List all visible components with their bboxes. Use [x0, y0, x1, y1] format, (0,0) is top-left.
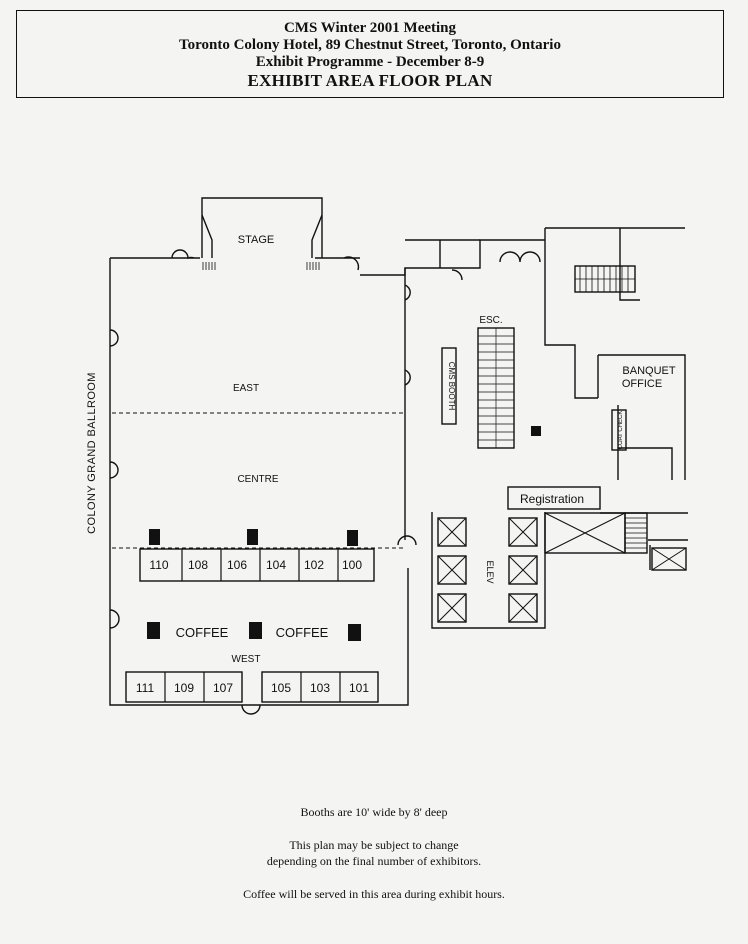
lower-booth-strip-left — [125, 671, 243, 703]
coffee-label-left: COFFEE — [176, 625, 229, 640]
stairs-lines — [625, 517, 647, 549]
stage-label: STAGE — [238, 234, 274, 246]
change-note-line2: depending on the final number of exhibit… — [266, 854, 482, 868]
elevator-car — [508, 593, 538, 623]
ballroom-label: COLONY GRAND BALLROOM — [86, 372, 98, 534]
booth-106: 106 — [227, 558, 247, 572]
header-box: CMS Winter 2001 Meeting Toronto Colony H… — [16, 10, 724, 98]
pillar — [531, 426, 541, 436]
pillar — [348, 624, 361, 641]
pillar — [149, 529, 160, 545]
elevator-car — [437, 517, 467, 547]
corridor-wall — [360, 239, 545, 276]
programme-dates: Exhibit Programme - December 8-9 — [255, 54, 485, 70]
pillar — [249, 622, 262, 639]
right-wall — [544, 228, 598, 399]
corridor-door — [439, 240, 463, 281]
door-arc — [343, 256, 360, 271]
banquet-office-label-line1: BANQUET — [622, 365, 675, 377]
centre-room-label: CENTRE — [237, 474, 278, 485]
booth-109: 109 — [174, 681, 194, 695]
coat-check-label: COAT CHECK — [618, 411, 624, 450]
page-title: EXHIBIT AREA FLOOR PLAN — [247, 71, 493, 90]
service-shaft-cross — [651, 547, 687, 571]
coat-check — [611, 409, 627, 451]
booth-separators — [164, 549, 341, 702]
registration-label: Registration — [520, 492, 584, 506]
elevator-car — [508, 517, 538, 547]
door-arc — [109, 329, 119, 347]
booth-105: 105 — [271, 681, 291, 695]
booth-100: 100 — [342, 558, 362, 572]
door-arc — [109, 609, 120, 629]
escalator-label: ESC. — [479, 315, 502, 326]
right-wall — [619, 228, 640, 301]
elevator-car — [437, 593, 467, 623]
east-room-label: EAST — [233, 383, 259, 394]
coffee-service-note: Coffee will be served in this area durin… — [243, 887, 505, 901]
stage-steps — [202, 262, 320, 270]
booth-107: 107 — [213, 681, 233, 695]
booth-102: 102 — [304, 558, 324, 572]
door-arc — [404, 369, 411, 386]
pillars — [147, 426, 541, 641]
coffee-label-right: COFFEE — [276, 625, 329, 640]
booth-111: 111 — [136, 681, 155, 695]
elevator-car — [508, 555, 538, 585]
door-arc — [499, 251, 541, 263]
upper-booth-strip — [139, 548, 375, 582]
corridor-wall — [600, 512, 688, 570]
booth-104: 104 — [266, 558, 286, 572]
registration-desk — [507, 486, 601, 510]
service-shaft — [651, 547, 687, 571]
elevator-bank — [431, 512, 546, 629]
booth-110: 110 — [149, 558, 168, 572]
door-arc — [404, 284, 411, 301]
west-room-label: WEST — [232, 654, 261, 665]
booth-108: 108 — [188, 558, 208, 572]
stage-ramp-right — [311, 214, 323, 258]
door-arc — [397, 535, 417, 546]
stairs-lines — [575, 266, 635, 292]
meeting-name: CMS Winter 2001 Meeting — [283, 20, 457, 36]
pillar — [347, 530, 358, 546]
elevator-crosses — [437, 517, 538, 623]
booth-103: 103 — [310, 681, 330, 695]
change-note-line1: This plan may be subject to change — [289, 838, 459, 852]
stage-ramp-left — [201, 214, 213, 258]
pillar — [247, 529, 258, 545]
elevator-car — [437, 555, 467, 585]
booth-101: 101 — [349, 681, 369, 695]
door-arc — [109, 461, 119, 479]
elevator-label: ELEV — [485, 560, 495, 583]
escalator-steps — [478, 328, 514, 448]
service-shaft-cross — [544, 512, 626, 554]
banquet-office-label-line2: OFFICE — [622, 378, 662, 390]
banquet-office-wall — [597, 354, 686, 480]
door-arc — [171, 249, 195, 260]
pillar — [147, 622, 160, 639]
cms-booth-label: CMS BOOTH — [447, 362, 456, 411]
door-arc — [241, 704, 261, 715]
venue-address: Toronto Colony Hotel, 89 Chestnut Street… — [179, 37, 561, 53]
ballroom-wall — [109, 258, 409, 706]
stage-outline — [201, 197, 323, 258]
lower-booth-strip-right — [261, 671, 379, 703]
cms-booth — [441, 347, 457, 425]
booth-size-note: Booths are 10' wide by 8' deep — [300, 805, 448, 819]
